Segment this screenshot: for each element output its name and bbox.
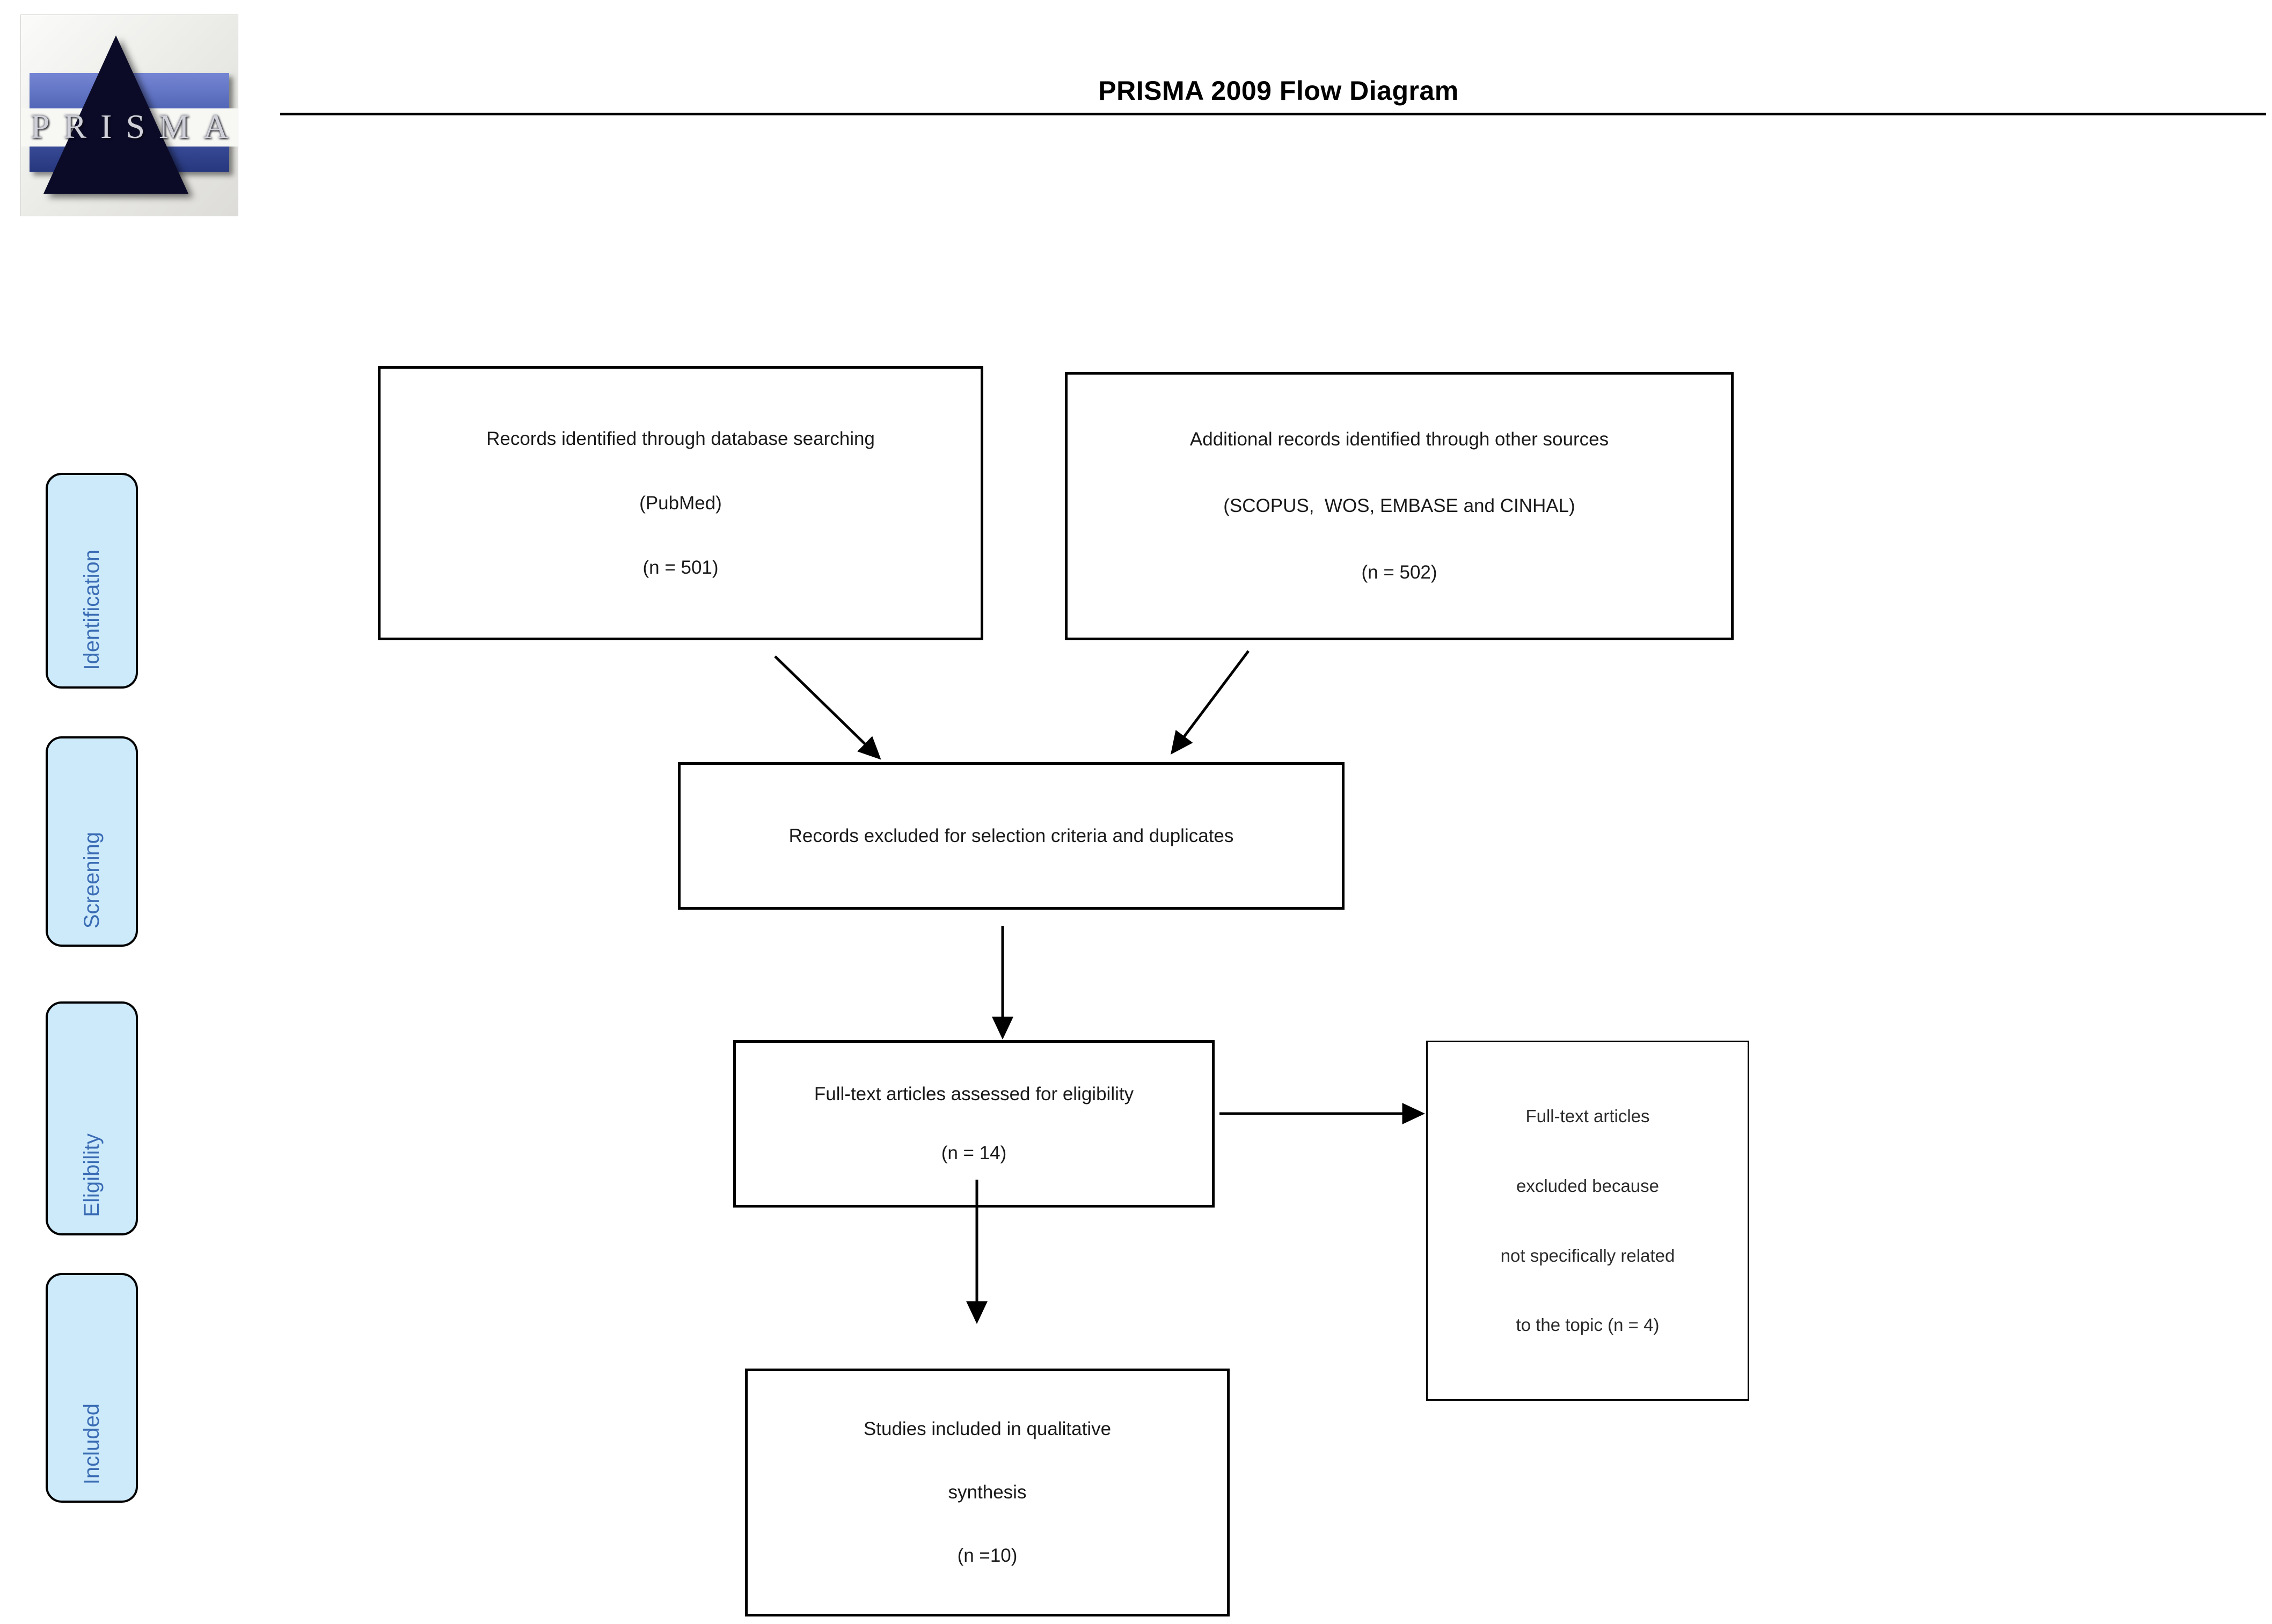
stage-label-text: Included (79, 1403, 104, 1484)
logo-triangle-icon (43, 35, 188, 194)
stage-label-identification: Identification (46, 473, 138, 689)
page-title: PRISMA 2009 Flow Diagram (1098, 76, 1459, 106)
box-text-line: (n = 501) (642, 557, 719, 578)
box-records-database: Records identified through database sear… (378, 366, 983, 640)
arrow-other-sources-to-excluded (1170, 650, 1250, 755)
stage-label-eligibility: Eligibility (46, 1001, 138, 1235)
stage-label-screening: Screening (46, 736, 138, 947)
box-fulltext-assessed: Full-text articles assessed for eligibil… (733, 1040, 1215, 1208)
box-text-line: Studies included in qualitative (863, 1418, 1112, 1439)
logo-wordmark: PRISMA (30, 107, 238, 145)
arrow-database-to-excluded (774, 655, 881, 760)
box-text-line: (n =10) (957, 1545, 1018, 1566)
stage-label-text: Screening (79, 831, 104, 928)
box-text-line: Full-text articles assessed for eligibil… (814, 1084, 1134, 1104)
box-records-excluded: Records excluded for selection criteria … (678, 762, 1345, 910)
box-fulltext-excluded: Full-text articles excluded because not … (1426, 1041, 1749, 1401)
box-text-line: Records excluded for selection criteria … (788, 825, 1234, 846)
box-text-line: (PubMed) (639, 492, 722, 514)
box-text-line: Records identified through database sear… (486, 428, 875, 449)
stage-label-text: Eligibility (79, 1133, 104, 1217)
box-text-line: Full-text articles (1525, 1106, 1650, 1126)
box-text-line: synthesis (948, 1482, 1027, 1503)
box-studies-included: Studies included in qualitative synthesi… (745, 1369, 1230, 1616)
box-text-line: (n = 502) (1361, 562, 1437, 583)
prisma-logo: PRISMA (20, 14, 238, 216)
title-underline (280, 113, 2266, 115)
box-text-line: excluded because (1516, 1175, 1660, 1196)
box-additional-records: Additional records identified through ot… (1065, 372, 1734, 640)
stage-label-text: Identification (79, 550, 104, 670)
box-text-line: to the topic (n = 4) (1516, 1315, 1660, 1335)
box-text-line: (SCOPUS, WOS, EMBASE and CINHAL) (1223, 495, 1575, 516)
box-text-line: not specifically related (1500, 1245, 1675, 1265)
stage-label-included: Included (46, 1273, 138, 1503)
box-text-line: (n = 14) (941, 1143, 1007, 1164)
box-text-line: Additional records identified through ot… (1189, 429, 1609, 450)
